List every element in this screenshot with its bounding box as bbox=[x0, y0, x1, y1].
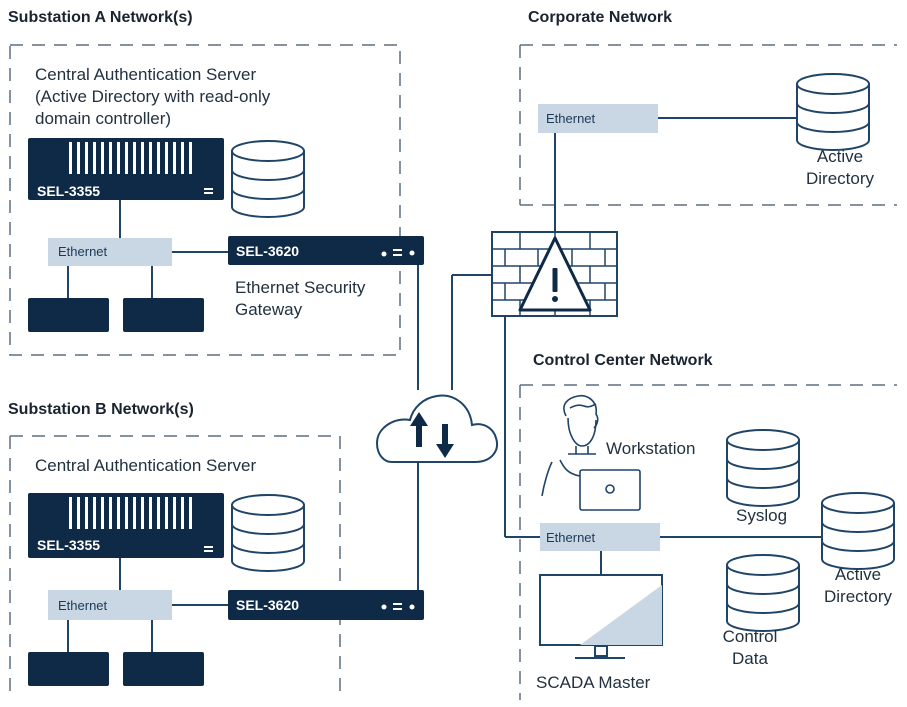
syslog-label: Syslog bbox=[736, 506, 788, 525]
substation-a-server-label: Central Authentication Server (Active Di… bbox=[35, 65, 271, 128]
control-ad-label: Active Directory bbox=[823, 565, 892, 606]
corporate-boundary bbox=[519, 44, 897, 206]
firewall-warning-icon bbox=[491, 231, 618, 317]
substation-b-boundary bbox=[9, 435, 341, 695]
corporate-title: Corporate Network bbox=[528, 9, 673, 26]
control-center-boundary bbox=[519, 384, 897, 700]
person-at-laptop-icon bbox=[541, 394, 641, 511]
sel-3355-a-label: SEL-3355 bbox=[37, 183, 101, 199]
gateway-a-label: Ethernet Security Gateway bbox=[235, 278, 366, 319]
sel-3620-a-label: SEL-3620 bbox=[236, 243, 300, 259]
ethernet-a-label: Ethernet bbox=[58, 244, 108, 259]
workstation-label: Workstation bbox=[606, 439, 696, 458]
sel-3355-b-label: SEL-3355 bbox=[37, 537, 101, 553]
control-data-label: Control Data bbox=[722, 627, 778, 668]
device-box-b1 bbox=[28, 652, 109, 686]
ethernet-switch-a bbox=[48, 238, 172, 266]
database-icon-b bbox=[231, 494, 305, 572]
substation-a-title: Substation A Network(s) bbox=[8, 9, 193, 26]
sel-3620-b-label: SEL-3620 bbox=[236, 597, 300, 613]
sel-3355-a bbox=[28, 138, 224, 200]
database-icon-corporate bbox=[796, 73, 870, 151]
control-center-title: Control Center Network bbox=[533, 352, 713, 369]
corporate-ad-label: Active Directory bbox=[805, 147, 874, 188]
device-box-a1 bbox=[28, 298, 109, 332]
database-icon-syslog bbox=[726, 429, 800, 507]
ethernet-b-label: Ethernet bbox=[58, 598, 108, 613]
device-box-b2 bbox=[123, 652, 204, 686]
scada-label: SCADA Master bbox=[536, 673, 651, 692]
ethernet-switch-corporate bbox=[538, 104, 658, 133]
monitor-icon bbox=[539, 574, 663, 659]
sel-3355-b bbox=[28, 493, 224, 558]
ethernet-switch-b bbox=[48, 590, 172, 620]
ethernet-control-label: Ethernet bbox=[546, 530, 596, 545]
substation-b-title: Substation B Network(s) bbox=[8, 401, 194, 418]
connection-lines bbox=[67, 117, 822, 652]
ethernet-corporate-label: Ethernet bbox=[546, 111, 596, 126]
device-box-a2 bbox=[123, 298, 204, 332]
database-icon-control-data bbox=[726, 554, 800, 632]
sel-3620-a bbox=[228, 236, 424, 265]
sel-3620-b bbox=[228, 590, 424, 620]
database-icon-control-ad bbox=[821, 492, 895, 570]
substation-a-boundary bbox=[9, 44, 401, 356]
cloud-exchange-icon bbox=[375, 394, 498, 463]
database-icon-a bbox=[231, 140, 305, 218]
zone-boundaries bbox=[9, 44, 897, 700]
substation-b-server-label: Central Authentication Server bbox=[35, 456, 257, 475]
ethernet-switch-control bbox=[540, 523, 660, 551]
